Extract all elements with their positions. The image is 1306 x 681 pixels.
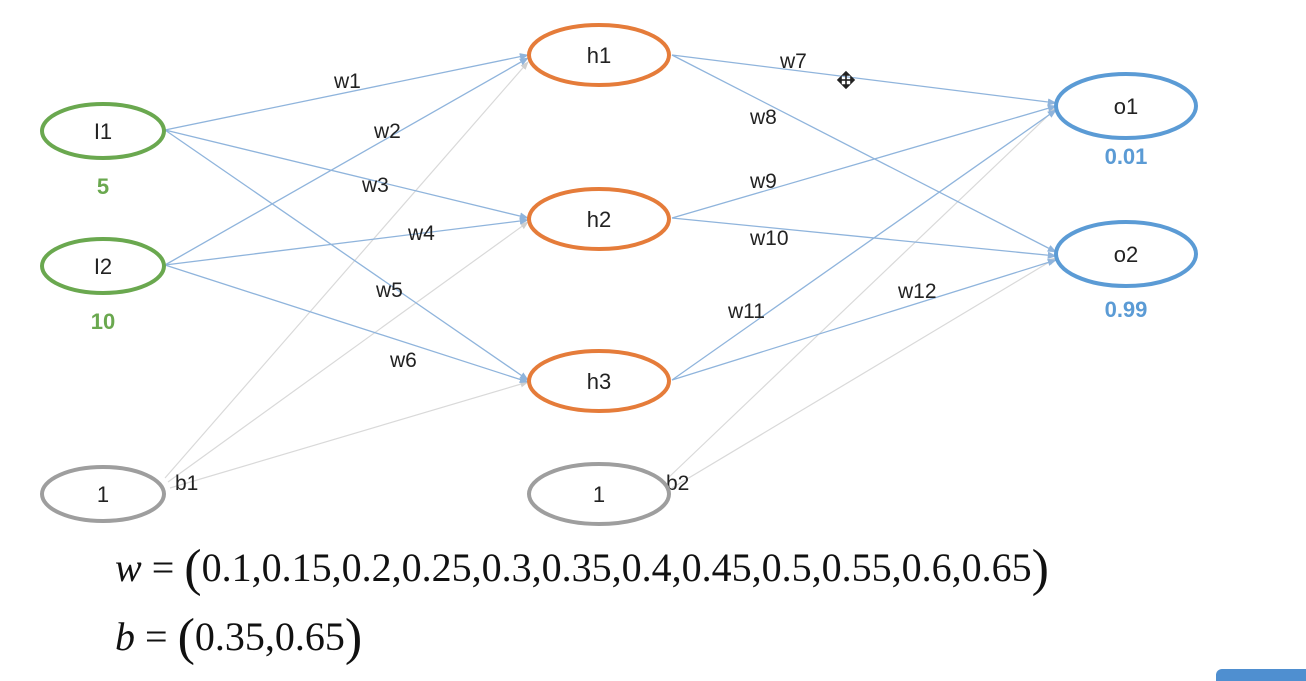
weights-values: 0.1,0.15,0.2,0.25,0.3,0.35,0.4,0.45,0.5,…	[201, 545, 1032, 590]
edge-w7	[671, 54, 1057, 106]
hidden-node-h3: h3	[527, 349, 671, 413]
edge-w12	[671, 258, 1057, 381]
edge-w8	[671, 54, 1057, 253]
bias-edges	[164, 61, 1057, 489]
node-label-h2: h2	[587, 207, 611, 232]
weight-edges	[164, 53, 1057, 383]
label-w9: w9	[749, 170, 777, 193]
output-node-o2: o2	[1054, 220, 1198, 288]
edge-b2-o1	[667, 107, 1057, 479]
label-w2: w2	[373, 120, 401, 143]
label-b1: b1	[175, 472, 198, 495]
output-node-o1: o1	[1054, 72, 1198, 140]
edge-b2-o2	[671, 257, 1057, 489]
weight-labels: w1 w2 w3 w4 w5 w6 w7 w8 w9 w10 w11 w12 b…	[175, 50, 937, 495]
label-w7: w7	[779, 50, 807, 73]
input-node-i1: I1	[40, 102, 166, 160]
weights-equation: w = (0.1,0.15,0.2,0.25,0.3,0.35,0.4,0.45…	[115, 543, 1049, 595]
edge-b1-h3	[169, 380, 529, 489]
hidden-node-h1: h1	[527, 23, 671, 87]
edge-w2	[164, 57, 529, 266]
biases-close-paren: )	[344, 609, 363, 666]
biases-var: b	[115, 614, 135, 659]
weights-open-paren: (	[184, 540, 202, 597]
edge-w1	[164, 53, 529, 131]
edge-w10	[671, 217, 1057, 259]
node-label-o2: o2	[1114, 242, 1138, 267]
label-w6: w6	[389, 349, 417, 372]
label-b2: b2	[666, 472, 689, 495]
bias-node-1: 1	[40, 465, 166, 523]
weights-eq-sign: =	[151, 545, 175, 590]
edge-w3	[164, 129, 529, 220]
biases-values: 0.35,0.65	[194, 614, 345, 659]
node-label-h3: h3	[587, 369, 611, 394]
input-value-i1: 5	[97, 174, 109, 199]
edge-b1-h2	[167, 221, 529, 483]
label-w11: w11	[727, 300, 765, 323]
edge-w6	[164, 264, 529, 383]
biases-eq-sign: =	[145, 614, 168, 659]
weights-close-paren: )	[1031, 540, 1049, 597]
output-value-o1: 0.01	[1105, 144, 1148, 169]
node-label-i2: I2	[94, 254, 112, 279]
move-cursor-icon	[836, 70, 856, 90]
label-w5: w5	[375, 279, 403, 302]
edge-w11	[671, 109, 1057, 381]
bias-node-2: 1	[527, 462, 671, 526]
edge-b1-h1	[164, 61, 529, 479]
node-label-bias2: 1	[593, 482, 605, 507]
edge-w4	[164, 217, 529, 266]
biases-equation: b = (0.35,0.65)	[115, 612, 362, 664]
node-label-o1: o1	[1114, 94, 1138, 119]
label-w4: w4	[407, 222, 435, 245]
hidden-node-h2: h2	[527, 187, 671, 251]
node-label-h1: h1	[587, 43, 611, 68]
node-label-bias1: 1	[97, 482, 109, 507]
label-w12: w12	[897, 280, 937, 303]
node-label-i1: I1	[94, 119, 112, 144]
output-value-o2: 0.99	[1105, 297, 1148, 322]
input-node-i2: I2	[40, 237, 166, 295]
label-w10: w10	[749, 227, 789, 250]
edge-w9	[671, 104, 1057, 219]
label-w3: w3	[361, 174, 389, 197]
weights-var: w	[115, 545, 142, 590]
input-value-i2: 10	[91, 309, 115, 334]
label-w1: w1	[333, 70, 361, 93]
slide-number-tab	[1216, 669, 1306, 681]
biases-open-paren: (	[177, 609, 195, 666]
edge-w5	[164, 129, 529, 381]
label-w8: w8	[749, 106, 777, 129]
